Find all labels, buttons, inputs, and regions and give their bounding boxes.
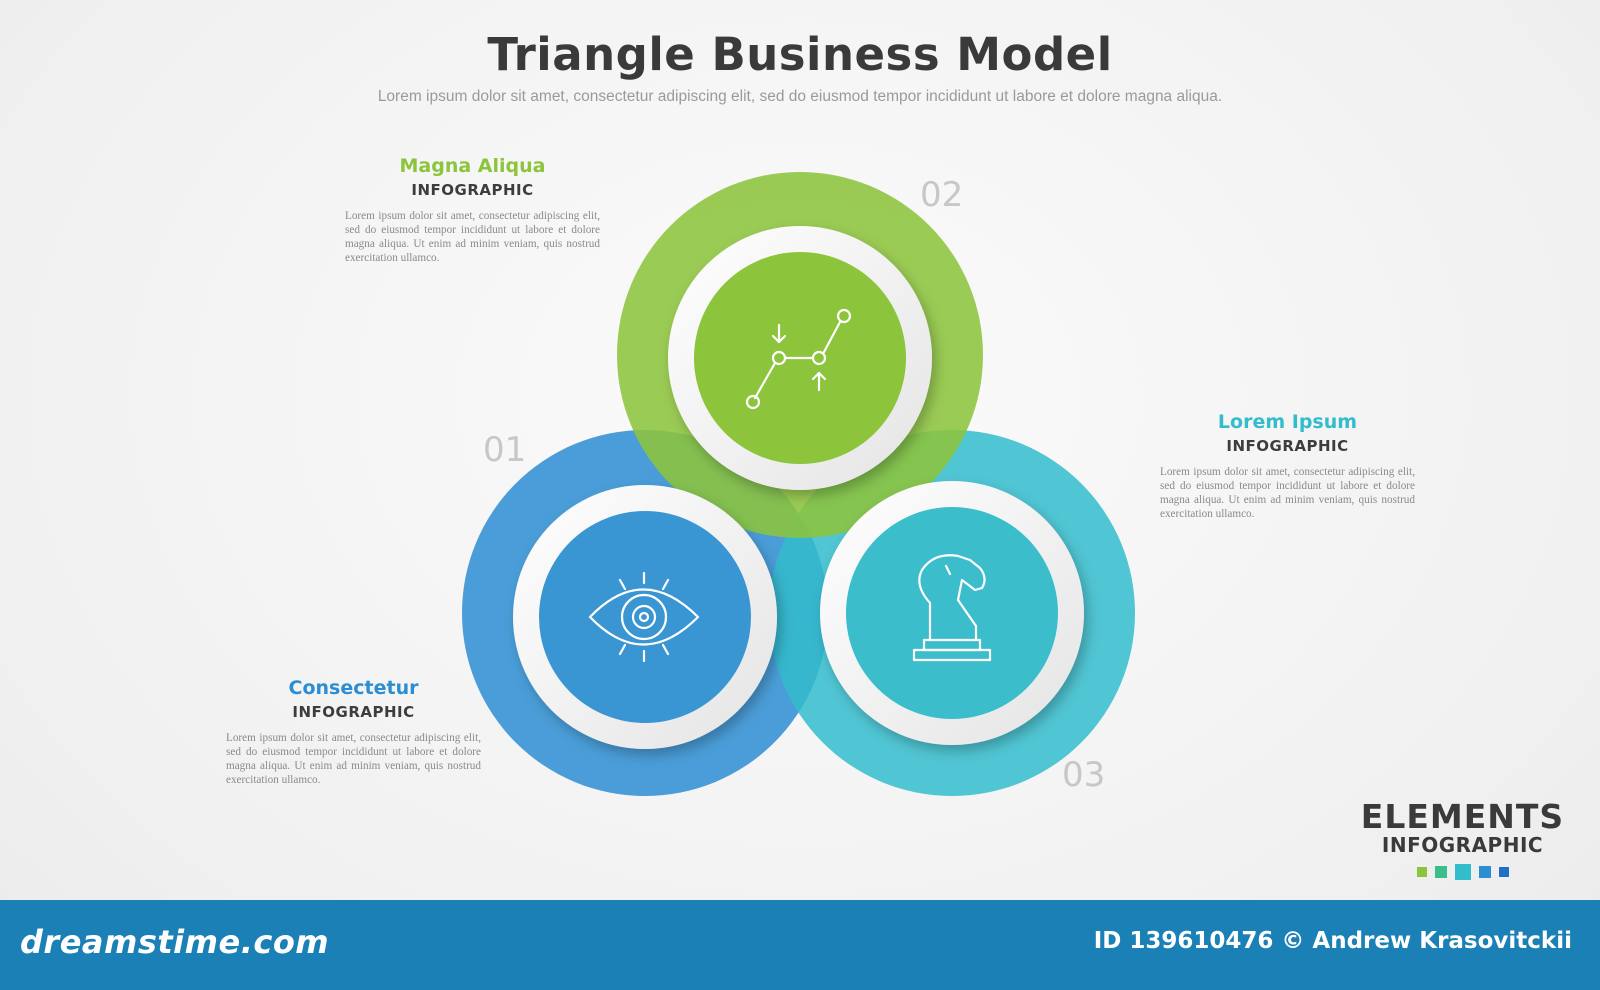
- text-block-02: Magna Aliqua INFOGRAPHIC Lorem ipsum dol…: [345, 155, 600, 265]
- inner-disc-01: [513, 485, 777, 749]
- step-number-02: 02: [920, 175, 964, 215]
- block-body: Lorem ipsum dolor sit amet, consectetur …: [345, 210, 600, 264]
- inner-disc-03: [820, 481, 1084, 745]
- block-subheading: INFOGRAPHIC: [411, 181, 534, 199]
- swatch-square: [1454, 864, 1471, 880]
- elements-infographic-logo: ELEMENTS INFOGRAPHIC: [1355, 800, 1570, 880]
- footer-image-id: ID 139610476 © Andrew Krasovitckii: [1093, 928, 1572, 954]
- chess-knight-icon: [912, 554, 992, 662]
- block-heading: Consectetur: [288, 677, 419, 699]
- text-block-03: Lorem Ipsum INFOGRAPHIC Lorem ipsum dolo…: [1160, 411, 1415, 521]
- block-heading: Magna Aliqua: [399, 155, 546, 177]
- line-graph-icon: [745, 308, 852, 410]
- step-number-03: 03: [1062, 755, 1106, 795]
- page-title: Triangle Business Model: [487, 28, 1113, 81]
- page-subtitle: Lorem ipsum dolor sit amet, consectetur …: [377, 88, 1223, 105]
- eye-icon: [588, 571, 700, 663]
- block-subheading: INFOGRAPHIC: [1226, 437, 1349, 455]
- swatch-square: [1434, 866, 1447, 878]
- step-number-01: 01: [483, 430, 527, 470]
- swatch-square: [1498, 867, 1509, 877]
- block-subheading: INFOGRAPHIC: [292, 703, 415, 721]
- text-block-01: Consectetur INFOGRAPHIC Lorem ipsum dolo…: [226, 677, 481, 787]
- logo-swatches: [1355, 864, 1570, 880]
- block-body: Lorem ipsum dolor sit amet, consectetur …: [1160, 466, 1415, 520]
- triangle-diagram: [462, 172, 1135, 796]
- footer-bar: dreamstime.com ID 139610476 © Andrew Kra…: [0, 900, 1600, 990]
- logo-line-2: INFOGRAPHIC: [1381, 833, 1544, 857]
- swatch-square: [1416, 867, 1427, 877]
- logo-line-1: ELEMENTS: [1360, 797, 1565, 836]
- swatch-square: [1478, 866, 1491, 878]
- block-heading: Lorem Ipsum: [1217, 411, 1358, 433]
- footer-site-name[interactable]: dreamstime.com: [20, 923, 330, 961]
- block-body: Lorem ipsum dolor sit amet, consectetur …: [226, 732, 481, 786]
